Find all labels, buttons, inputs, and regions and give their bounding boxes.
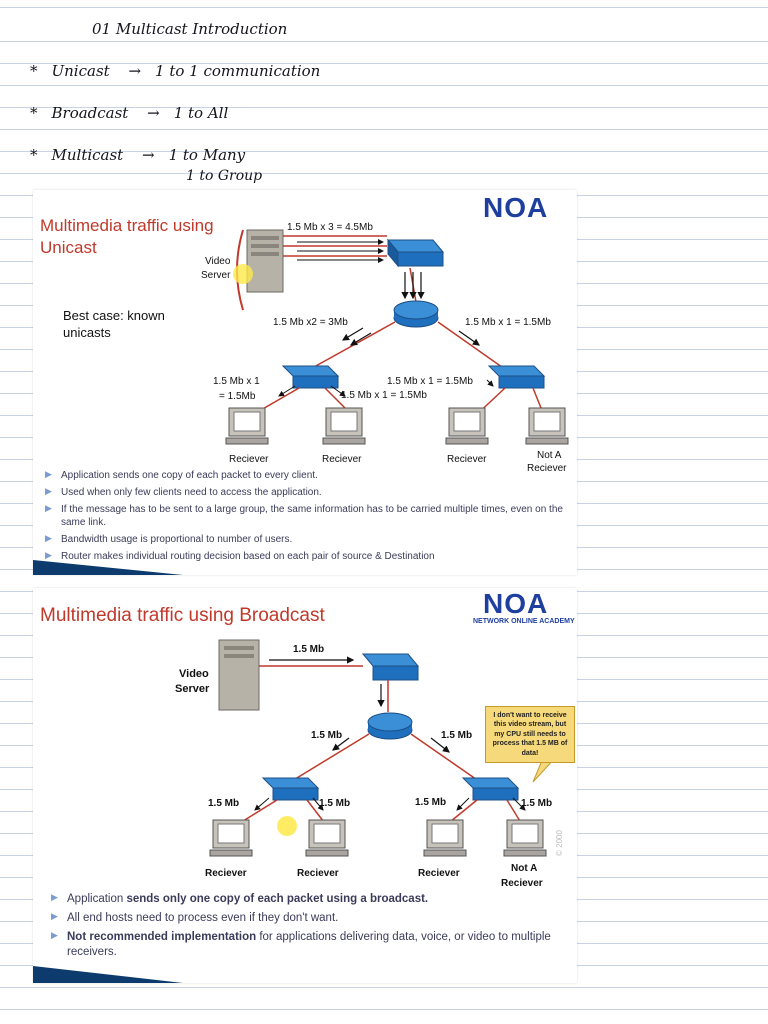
left-branch-label: 1.5 Mb x2 = 3Mb <box>273 317 348 328</box>
right-switch-label: 1.5 Mb x 1 = 1.5Mb <box>387 376 473 387</box>
left-switch-label-a: 1.5 Mb x 1 <box>213 376 260 387</box>
host-label-1: Reciever <box>229 454 269 465</box>
host-label-4b: Reciever <box>527 463 567 474</box>
host-label-1: Reciever <box>205 868 247 879</box>
top-bandwidth-label: 1.5 Mb x 3 = 4.5Mb <box>287 222 373 233</box>
slide1-bullet: ▶Bandwidth usage is proportional to numb… <box>45 533 293 545</box>
right-switch-icon <box>487 365 546 389</box>
right-switch-icon <box>461 777 520 801</box>
slide1-bullets: ▶Application sends one copy of each pack… <box>41 469 571 567</box>
noa-logo: NOA <box>483 588 549 619</box>
host-icon-1 <box>225 407 269 445</box>
host-label-4a: Not A <box>511 863 538 874</box>
top-switch-icon <box>361 653 420 681</box>
host-icon-3 <box>445 407 489 445</box>
bullet-arrow-icon: ▶ <box>45 469 52 479</box>
router-icon <box>393 300 439 328</box>
host-label-2: Reciever <box>297 868 339 879</box>
host-icon-2 <box>305 819 349 857</box>
copyright-text: © 2000 <box>555 830 564 856</box>
host-bandwidth-label-2: 1.5 Mb <box>319 798 351 809</box>
left-switch-label-b: = 1.5Mb <box>219 391 256 402</box>
note-multicast: *Multicast →1 to Many <box>30 146 246 164</box>
bullet-arrow-icon: ▶ <box>45 550 52 560</box>
note-unicast: *Unicast →1 to 1 communication <box>30 62 321 80</box>
slide1-title-line2: Unicast <box>40 238 97 257</box>
bullet-arrow-icon: ▶ <box>45 486 52 496</box>
slide2-bullet: ▶All end hosts need to process even if t… <box>51 910 339 924</box>
host-icon-4 <box>525 407 569 445</box>
host-label-4a: Not A <box>537 450 562 461</box>
bullet-arrow-icon: ▶ <box>45 503 52 513</box>
host-bandwidth-label-3: 1.5 Mb <box>415 797 447 808</box>
host-label-2: Reciever <box>322 454 362 465</box>
server-label-2: Server <box>175 683 210 695</box>
left-branch-label: 1.5 Mb <box>311 730 343 741</box>
slide-broadcast: Multimedia traffic using Broadcast NOA N… <box>33 588 577 983</box>
host-label-4b: Reciever <box>501 878 543 889</box>
best-case-text: Best case: known unicasts <box>63 308 165 340</box>
host-label-3: Reciever <box>418 868 460 879</box>
bullet-arrow-icon: ▶ <box>45 533 52 543</box>
broadcast-diagram <box>33 639 557 983</box>
slide2-bullets: ▶Application sends only one copy of each… <box>47 892 567 964</box>
host-icon-1 <box>209 819 253 857</box>
note-broadcast: *Broadcast →1 to All <box>30 104 229 122</box>
slide2-bullet: ▶Not recommended implementation for appl… <box>51 929 551 958</box>
slide1-bullet: ▶Used when only few clients need to acce… <box>45 486 322 498</box>
router-icon <box>367 712 413 740</box>
left-switch-icon <box>261 777 320 801</box>
notes-heading: 01 Multicast Introduction <box>92 20 288 38</box>
not-receiver-speech-bubble: I don't want to receive this video strea… <box>485 706 575 764</box>
unicast-diagram <box>33 229 569 575</box>
noa-tagline: NETWORK ONLINE ACADEMY <box>473 618 575 625</box>
bullet-arrow-icon: ▶ <box>51 892 58 902</box>
host-icon-2 <box>322 407 366 445</box>
server-label-1: Video <box>179 668 209 680</box>
slide-corner-accent <box>33 560 183 575</box>
slide2-title: Multimedia traffic using Broadcast <box>40 605 325 626</box>
slide-corner-accent <box>33 966 183 983</box>
cursor-highlight <box>277 816 297 836</box>
server-label-1: Video <box>205 256 231 267</box>
slide-unicast: Multimedia traffic using Unicast NOA Vid… <box>33 190 577 575</box>
note-multicast-group: 1 to Group <box>186 168 263 184</box>
slide1-bullet: ▶Router makes individual routing decisio… <box>45 550 435 562</box>
top-bandwidth-label: 1.5 Mb <box>293 644 325 655</box>
video-server-icon <box>218 639 260 711</box>
slide1-bullet: ▶If the message has to be sent to a larg… <box>45 503 563 528</box>
noa-logo: NOA <box>483 192 549 223</box>
host-label-3: Reciever <box>447 454 487 465</box>
host-icon-4 <box>503 819 547 857</box>
cursor-highlight <box>233 264 253 284</box>
top-switch-icon <box>386 238 445 268</box>
bullet-arrow-icon: ▶ <box>51 929 58 940</box>
bullet-arrow-icon: ▶ <box>51 910 58 921</box>
slide1-bullet: ▶Application sends one copy of each pack… <box>45 469 318 481</box>
host-bandwidth-label-1: 1.5 Mb <box>208 798 240 809</box>
server-label-2: Server <box>201 270 231 281</box>
left-switch-label-c: 1.5 Mb x 1 = 1.5Mb <box>341 390 427 401</box>
host-icon-3 <box>423 819 467 857</box>
left-switch-icon <box>281 365 340 389</box>
right-branch-label: 1.5 Mb x 1 = 1.5Mb <box>465 317 551 328</box>
slide1-title-line1: Multimedia traffic using <box>40 216 214 235</box>
right-branch-label: 1.5 Mb <box>441 730 473 741</box>
video-server-icon <box>246 229 284 293</box>
slide2-bullet: ▶Application sends only one copy of each… <box>51 892 429 905</box>
host-bandwidth-label-4: 1.5 Mb <box>521 798 553 809</box>
